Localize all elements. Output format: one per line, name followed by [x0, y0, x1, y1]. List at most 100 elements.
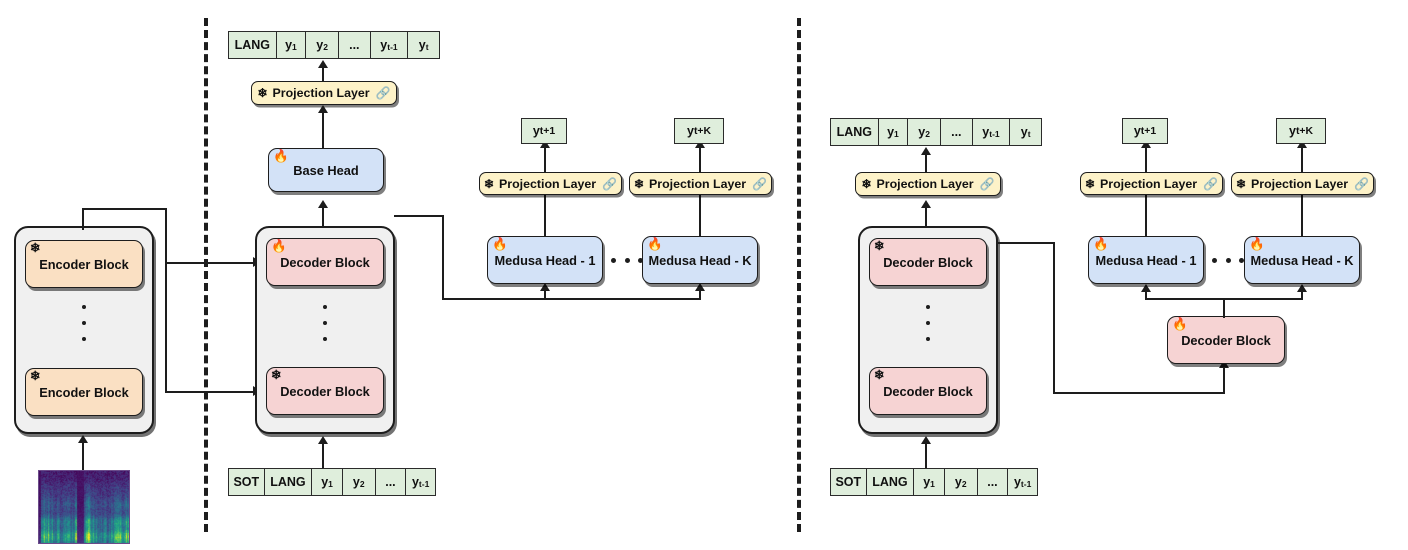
link-icon: 🔗 — [1203, 176, 1219, 191]
medusa-head-k[interactable]: 🔥 Medusa Head - K — [642, 236, 758, 284]
right-medusa-projection-layer-k[interactable]: ❄ Projection Layer 🔗 — [1231, 172, 1374, 195]
decoder-block-label: Decoder Block — [883, 383, 973, 399]
connector-headk-to-proj — [699, 192, 702, 236]
right-medusa-heads-ellipsis — [1212, 258, 1244, 263]
arrowhead-basehead-to-proj — [317, 105, 328, 113]
trainable-icon: 🔥 — [273, 149, 289, 163]
medusa-projection-layer-k[interactable]: ❄ Projection Layer 🔗 — [629, 172, 772, 195]
token-lang: LANG — [866, 469, 915, 495]
trainable-icon: 🔥 — [1249, 237, 1265, 251]
arrowhead-extra-decoder-in — [1218, 360, 1229, 368]
decoder-block-label: Decoder Block — [280, 254, 370, 270]
connector-enc-to-dec-top — [165, 262, 255, 265]
connector-dec-to-medusa-bus-top — [394, 215, 444, 218]
frozen-icon: ❄ — [30, 241, 41, 255]
connector-extra-split-bus — [1145, 298, 1303, 301]
arrowhead-input-to-decoder — [317, 436, 328, 444]
right-medusa-head-k[interactable]: 🔥 Medusa Head - K — [1244, 236, 1360, 284]
connector-rdec-bus-to-extra — [1053, 392, 1225, 395]
token-sot: SOT — [831, 469, 867, 495]
base-head-block[interactable]: 🔥 Base Head — [268, 148, 384, 192]
connector-rprojk-to-token — [1301, 146, 1304, 172]
encoder-block-bottom[interactable]: ❄ Encoder Block — [25, 368, 143, 416]
projection-layer-label: Projection Layer — [649, 176, 747, 191]
trainable-icon: 🔥 — [271, 239, 287, 253]
connector-medusa-bus-horizontal — [442, 298, 700, 301]
frozen-icon: ❄ — [257, 86, 268, 100]
extra-decoder-block[interactable]: 🔥 Decoder Block — [1167, 316, 1285, 364]
encoder-block-top[interactable]: ❄ Encoder Block — [25, 240, 143, 288]
arrowhead-medusa-feed-k — [694, 283, 705, 291]
connector-rdec-bus-down — [1053, 242, 1056, 394]
arrowhead-rmedusa-feed-1 — [1140, 284, 1151, 292]
medusa-head-label: Medusa Head - K — [1250, 252, 1354, 268]
arrowhead-proj-to-output — [317, 60, 328, 68]
left-projection-layer[interactable]: ❄ Projection Layer 🔗 — [251, 81, 397, 105]
connector-extra-feed-up — [1223, 368, 1226, 394]
encoder-block-label: Encoder Block — [39, 256, 129, 272]
right-medusa-projection-layer-1[interactable]: ❄ Projection Layer 🔗 — [1080, 172, 1223, 195]
medusa-head-label: Medusa Head - 1 — [1095, 252, 1197, 268]
right-decoder-block-bottom[interactable]: ❄ Decoder Block — [869, 367, 987, 415]
trainable-icon: 🔥 — [1172, 317, 1188, 331]
decoder-block-label: Decoder Block — [280, 383, 370, 399]
mel-spectrogram-input — [38, 470, 130, 544]
connector-spect-to-encoder — [82, 443, 85, 471]
arrowhead-rprojk-to-token — [1296, 140, 1307, 148]
arrowhead-projk-to-token — [694, 140, 705, 148]
frozen-icon: ❄ — [271, 368, 282, 382]
connector-enc-out-up — [82, 208, 85, 230]
token-lang: LANG — [831, 119, 879, 145]
trainable-icon: 🔥 — [492, 237, 508, 251]
connector-input-to-decoder — [322, 444, 325, 469]
right-projection-layer[interactable]: ❄ Projection Layer 🔗 — [855, 172, 1001, 196]
connector-rhead1-to-proj — [1145, 192, 1148, 236]
decoder-block-top[interactable]: 🔥 Decoder Block — [266, 238, 384, 286]
encoder-stack-ellipsis — [82, 305, 86, 341]
projection-layer-label: Projection Layer — [1251, 176, 1349, 191]
connector-rdec-out-right — [997, 242, 1055, 245]
token-ellipsis: ... — [338, 32, 371, 58]
right-medusa-head-1[interactable]: 🔥 Medusa Head - 1 — [1088, 236, 1204, 284]
decoder-block-bottom[interactable]: ❄ Decoder Block — [266, 367, 384, 415]
medusa-projection-layer-1[interactable]: ❄ Projection Layer 🔗 — [479, 172, 622, 195]
frozen-icon: ❄ — [633, 176, 644, 191]
connector-head1-to-proj — [544, 192, 547, 236]
right-decoder-block-top[interactable]: ❄ Decoder Block — [869, 238, 987, 286]
frozen-icon: ❄ — [1084, 176, 1095, 191]
projection-layer-label: Projection Layer — [876, 177, 974, 191]
connector-rproj-to-output — [925, 155, 928, 188]
panel-separator-right — [797, 18, 801, 532]
arrowhead-rproj-to-output — [920, 147, 931, 155]
connector-rdecstack-to-proj — [925, 208, 928, 230]
connector-dec-to-medusa-bus-vert — [442, 215, 445, 300]
arrowhead-proj1-to-token — [539, 140, 550, 148]
connector-enc-bus-vertical — [165, 208, 168, 393]
projection-layer-label: Projection Layer — [272, 86, 370, 100]
frozen-icon: ❄ — [874, 368, 885, 382]
frozen-icon: ❄ — [861, 177, 872, 191]
arrowhead-decstack-to-basehead — [317, 200, 328, 208]
connector-medusa-feed-1 — [544, 290, 547, 300]
connector-enc-to-dec-bottom — [165, 391, 255, 394]
base-head-label: Base Head — [293, 162, 359, 178]
arrowhead-medusa-feed-1 — [539, 283, 550, 291]
medusa-head-1[interactable]: 🔥 Medusa Head - 1 — [487, 236, 603, 284]
connector-rmedusa-feed-k — [1301, 292, 1304, 300]
connector-rproj1-to-token — [1145, 146, 1148, 172]
trainable-icon: 🔥 — [1093, 237, 1109, 251]
connector-rmedusa-feed-1 — [1145, 292, 1148, 300]
medusa-head-label: Medusa Head - 1 — [494, 252, 596, 268]
